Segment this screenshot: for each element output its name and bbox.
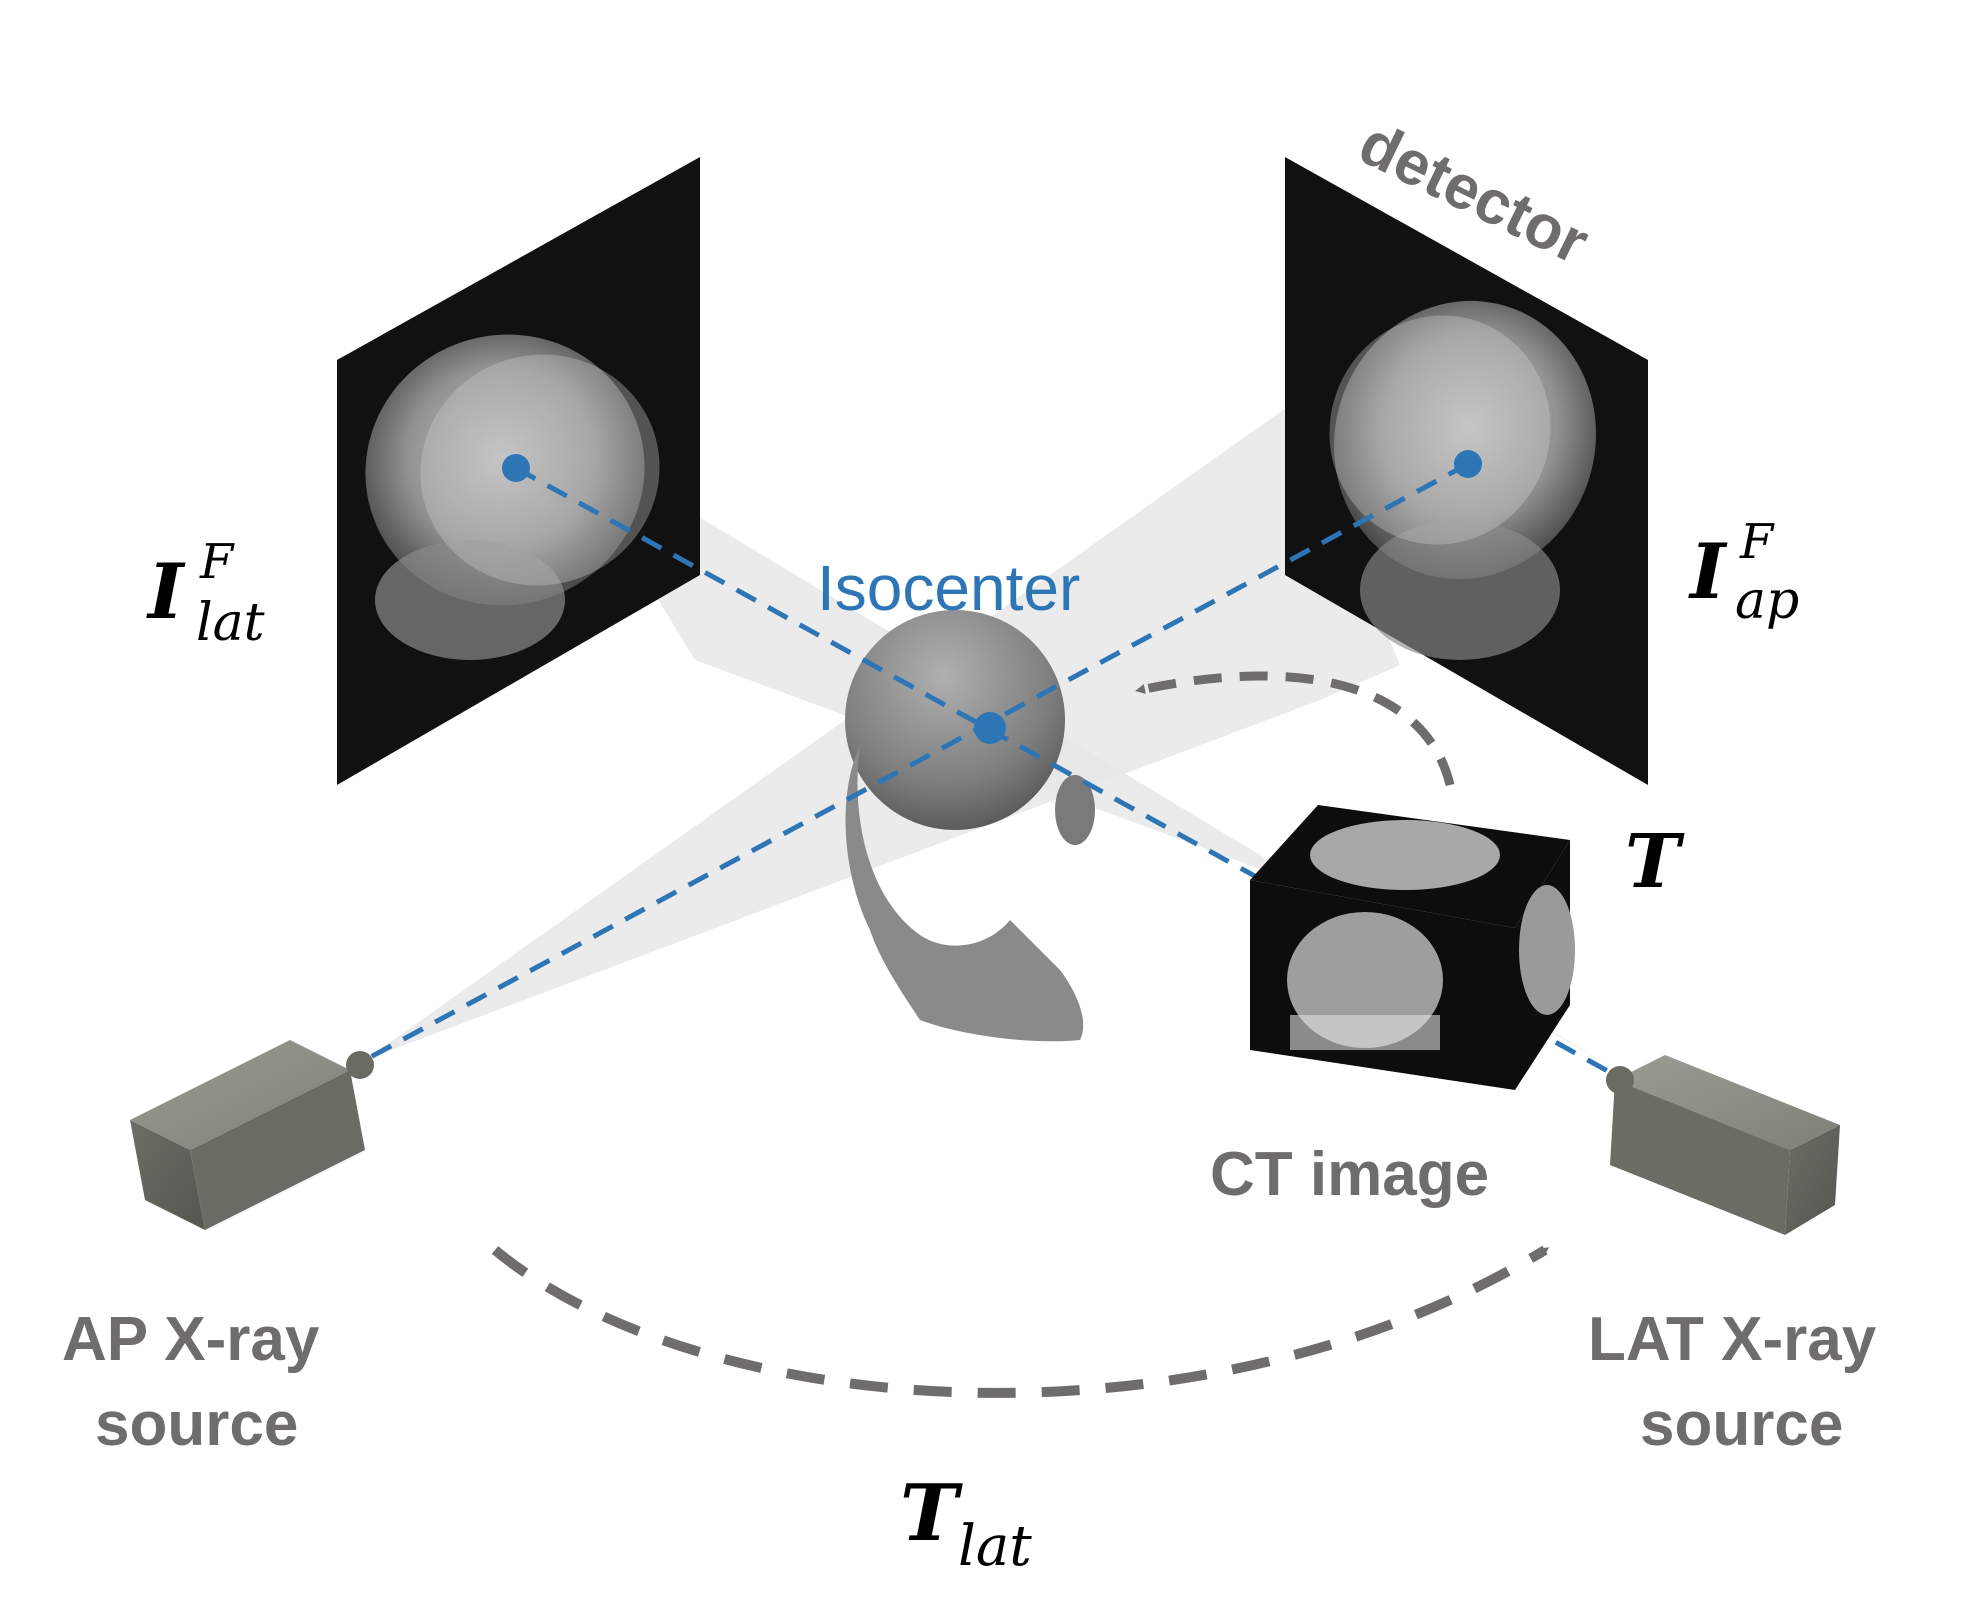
ap-detector-center [1454,450,1482,478]
ct-volume-cube-icon [1250,805,1575,1090]
isocenter-point [974,712,1006,744]
lat-transform-label: T lat [900,1468,1032,1579]
lat-transform-arc [491,1245,1550,1398]
ct-image-label: CT image [1210,1140,1489,1209]
lat-source-box [1606,1055,1840,1235]
lat-source-label-line1: LAT X-ray [1588,1305,1877,1374]
svg-text:F: F [199,534,235,590]
isocenter-label: Isocenter [817,552,1080,624]
transform-label: T [1625,819,1685,905]
ap-source-label-line2: source [95,1390,298,1459]
svg-text:I: I [146,547,186,636]
lat-source-label-line2: source [1640,1390,1843,1459]
svg-text:lat: lat [196,593,265,653]
transform-arrow [1135,671,1455,787]
head-model-icon [845,610,1095,1042]
ap-source-box [130,1040,374,1230]
lat-image-label: I F lat [146,534,265,653]
svg-text:ap: ap [1735,571,1799,631]
ap-beam-line [363,461,1470,1063]
svg-text:T: T [900,1468,963,1559]
lat-detector-center [502,454,530,482]
svg-text:lat: lat [958,1514,1032,1579]
svg-text:F: F [1739,514,1775,570]
svg-text:I: I [1688,527,1728,616]
ap-image-label: I F ap [1688,514,1799,631]
ap-source-label-line1: AP X-ray [62,1305,320,1374]
